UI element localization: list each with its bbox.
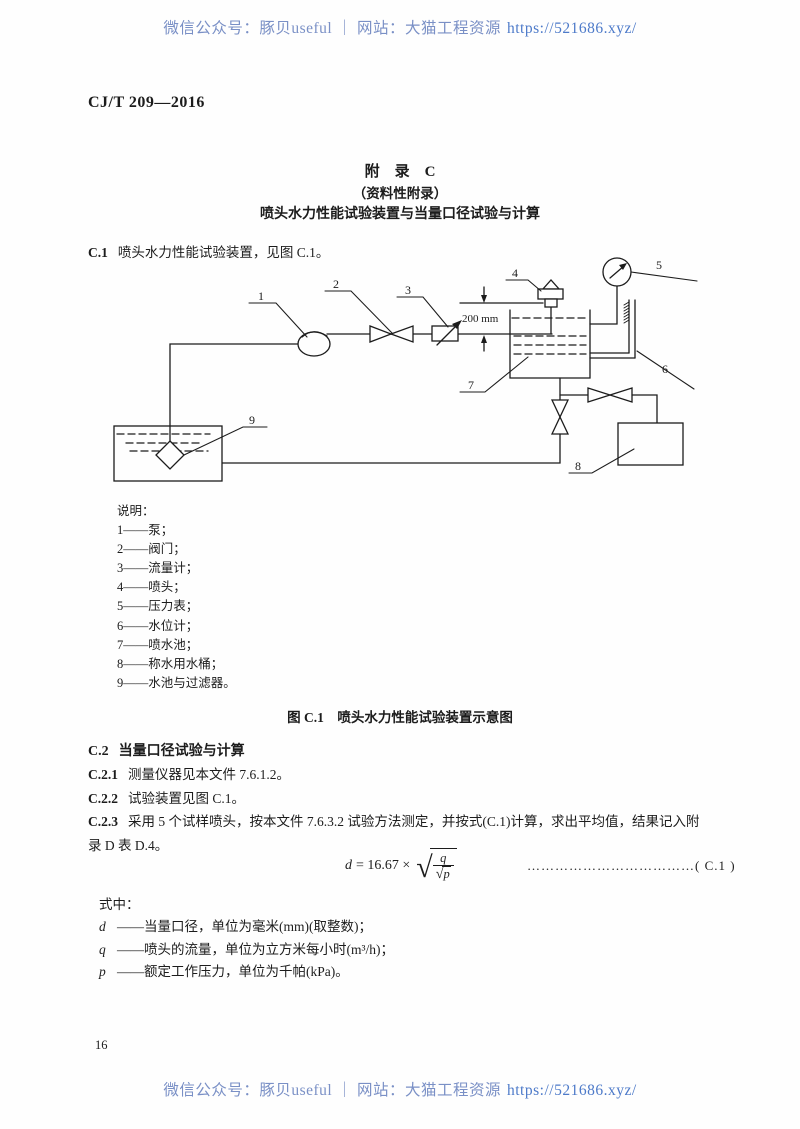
formula-lhs: d [345, 857, 352, 873]
formula-radicand: p [442, 866, 451, 882]
section-c21: C.2.1 测量仪器见本文件 7.6.1.2。 [88, 763, 290, 783]
flow-meter-symbol [431, 320, 462, 346]
suction-pipe [169, 343, 300, 442]
legend-item: 9——水池与过滤器。 [117, 675, 236, 690]
section-c22-label: C.2.2 [88, 791, 118, 806]
pool-with-filter [113, 425, 223, 482]
legend-item: 7——喷水池； [117, 637, 199, 652]
section-c2-heading: C.2 当量口径试验与计算 [88, 740, 245, 760]
definition-q-text: ——喷头的流量，单位为立方米每小时(m³/h)； [117, 942, 395, 957]
watermark-bottom-url: https://521686.xyz/ [507, 1082, 637, 1099]
formula-numerator: q [440, 851, 447, 865]
legend-item: 1——泵； [117, 523, 174, 538]
legend-item: 5——压力表； [117, 599, 199, 614]
standard-number: CJ/T 209—2016 [88, 94, 205, 111]
section-c21-text: 测量仪器见本文件 7.6.1.2。 [128, 767, 290, 782]
formula-number: ( C.1 ) [695, 858, 736, 873]
diagram-label-4: 4 [512, 266, 518, 280]
pressure-gauge-symbol [589, 257, 632, 325]
watermark-top-url: https://521686.xyz/ [507, 20, 637, 37]
diagram-label-3: 3 [405, 283, 411, 297]
definition-d-text: ——当量口径，单位为毫米(mm)(取整数)； [117, 919, 372, 934]
legend-item: 3——流量计； [117, 561, 199, 576]
watermark-top: 微信公众号：豚贝useful ｜ 网站：大猫工程资源 https://521686… [0, 16, 800, 38]
dimension-200mm: 200 mm [459, 286, 544, 352]
annex-subtitle: （资料性附录） [352, 186, 448, 201]
diagram-label-8: 8 [575, 459, 581, 473]
inner-radical-sign: √ [435, 867, 444, 883]
section-c23-label: C.2.3 [88, 814, 118, 829]
watermark-bottom-text: 微信公众号：豚贝useful ｜ 网站：大猫工程资源 [163, 1082, 501, 1099]
pump-symbol [297, 331, 331, 357]
diagram-label-6: 6 [662, 362, 668, 376]
spray-tank [509, 309, 591, 379]
radical-sign: √ [416, 850, 433, 884]
section-c22: C.2.2 试验装置见图 C.1。 [88, 787, 245, 807]
diagram-label-5: 5 [656, 258, 662, 272]
apparatus-diagram: 200 mm [113, 257, 698, 482]
figure-caption: 图 C.1 喷头水力性能试验装置示意图 [287, 710, 513, 725]
section-c2-label: C.2 [88, 744, 109, 759]
level-gauge-symbol [589, 299, 636, 359]
legend-item: 8——称水用水桶； [117, 656, 224, 671]
formula-c1: d = 16.67 × √ q √p [345, 848, 457, 883]
diagram-label-9: 9 [249, 413, 255, 427]
definition-d: d ——当量口径，单位为毫米(mm)(取整数)； [99, 915, 372, 935]
legend: 说明： 1——泵； 2——阀门； 3——流量计； 4——喷头； 5——压力表； … [117, 502, 236, 693]
legend-title: 说明： [117, 504, 155, 518]
section-c1: C.1 喷头水力性能试验装置，见图 C.1。 [88, 241, 329, 261]
section-c23-text: 采用 5 个试样喷头，按本文件 7.6.3.2 试验方法测定，并按式(C.1)计… [128, 814, 700, 829]
section-c1-text: 喷头水力性能试验装置，见图 C.1。 [117, 245, 330, 260]
section-c1-label: C.1 [88, 245, 108, 260]
definition-q: q ——喷头的流量，单位为立方米每小时(m³/h)； [99, 938, 394, 958]
formula-relation: = 16.67 × [356, 857, 411, 873]
definition-p-symbol: p [99, 964, 106, 979]
watermark-bottom: 微信公众号：豚贝useful ｜ 网站：大猫工程资源 https://521686… [0, 1078, 800, 1100]
definition-d-symbol: d [99, 919, 106, 934]
section-c22-text: 试验装置见图 C.1。 [128, 791, 246, 806]
diagram-label-1: 1 [258, 289, 264, 303]
valve-symbol [369, 325, 414, 343]
leader-lines [183, 271, 698, 474]
definition-p: p ——额定工作压力，单位为千帕(kPa)。 [99, 960, 349, 980]
diagram-label-7: 7 [468, 378, 474, 392]
section-c2-title: 当量口径试验与计算 [118, 744, 245, 759]
definition-p-text: ——额定工作压力，单位为千帕(kPa)。 [117, 964, 349, 979]
formula-leader: ………………………………( C.1 ) [527, 858, 736, 874]
legend-item: 4——喷头； [117, 580, 186, 595]
drain-piping [221, 377, 658, 464]
formula-dots: ……………………………… [527, 858, 695, 873]
section-c23-line2: 录 D 表 D.4。 [88, 838, 169, 853]
definition-q-symbol: q [99, 942, 106, 957]
page-number: 16 [95, 1038, 108, 1052]
legend-item: 2——阀门； [117, 542, 186, 557]
diagram-label-2: 2 [333, 277, 339, 291]
definitions-intro: 式中： [99, 897, 140, 912]
weighing-bucket [617, 422, 684, 466]
annex-title: 附 录 C [364, 164, 436, 180]
legend-item: 6——水位计； [117, 618, 199, 633]
sprinkler-head-symbol [537, 279, 564, 308]
section-c23: C.2.3 采用 5 个试样喷头，按本文件 7.6.3.2 试验方法测定，并按式(… [88, 810, 700, 830]
annex-heading: 喷头水力性能试验装置与当量口径试验与计算 [260, 207, 540, 222]
dimension-label: 200 mm [462, 313, 499, 325]
watermark-top-text: 微信公众号：豚贝useful ｜ 网站：大猫工程资源 [163, 20, 501, 37]
section-c21-label: C.2.1 [88, 767, 118, 782]
